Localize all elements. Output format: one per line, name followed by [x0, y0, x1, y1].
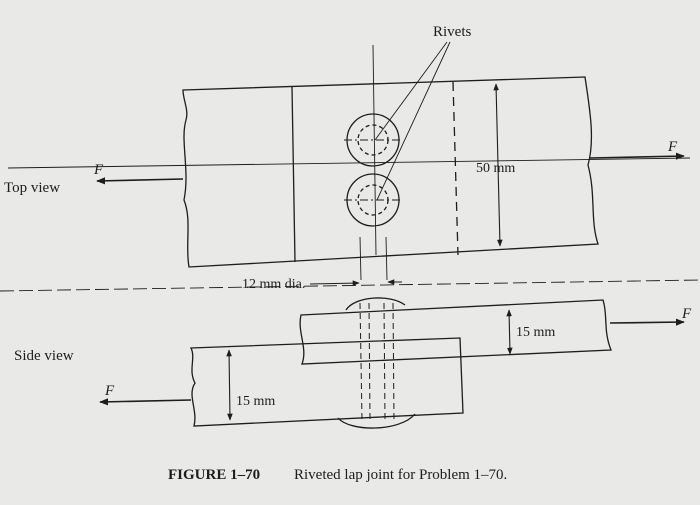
- figure-caption: Riveted lap joint for Problem 1–70.: [294, 467, 507, 483]
- figure-number: FIGURE 1–70: [168, 467, 260, 483]
- top-plate-outline: [182, 76, 599, 268]
- rivet-dia-leader: [309, 280, 360, 286]
- force-arrow-left-top: [96, 177, 184, 185]
- rivet-shank-2a: [383, 302, 386, 421]
- rivets-leader-1: [374, 41, 448, 141]
- rivets-label: Rivets: [433, 24, 471, 40]
- upper-thickness-dim: [506, 309, 513, 355]
- side-view-label: Side view: [14, 348, 74, 364]
- rivets-leader-2: [376, 41, 451, 201]
- view-separator: [0, 279, 700, 292]
- force-arrow-right-side: [609, 318, 685, 326]
- force-label-side-left: F: [104, 383, 115, 399]
- side-view: [99, 236, 685, 429]
- width-dimension-line: [493, 83, 503, 247]
- force-label-top-right: F: [667, 139, 678, 155]
- force-arrow-left-side: [99, 398, 192, 406]
- upper-plate: [299, 299, 612, 365]
- lower-plate: [189, 337, 464, 427]
- lower-thickness-dim: [226, 349, 233, 421]
- rivet-dome-top: [345, 297, 406, 311]
- lower-thickness-label: 15 mm: [236, 394, 275, 409]
- rivet-diameter-label: 12 mm dia.: [242, 277, 305, 292]
- hidden-edge-line: [452, 81, 459, 256]
- force-arrow-right-top: [589, 152, 685, 160]
- force-line-top: [7, 157, 691, 169]
- lap-edge-line: [291, 86, 296, 263]
- top-view-label: Top view: [4, 180, 60, 196]
- force-label-side-right: F: [681, 306, 692, 322]
- dia-ext-left: [359, 236, 362, 281]
- rivet-centerline: [372, 44, 377, 256]
- rivet-head-1: [344, 113, 402, 167]
- rivet-shank-2b: [392, 302, 395, 421]
- rivet-head-2: [344, 173, 402, 227]
- width-dimension-label: 50 mm: [476, 161, 515, 176]
- dia-ext-right: [385, 236, 388, 281]
- upper-thickness-label: 15 mm: [516, 325, 555, 340]
- force-label-top-left: F: [93, 162, 104, 178]
- top-view: [7, 41, 691, 268]
- rivet-dome-bottom: [337, 413, 416, 429]
